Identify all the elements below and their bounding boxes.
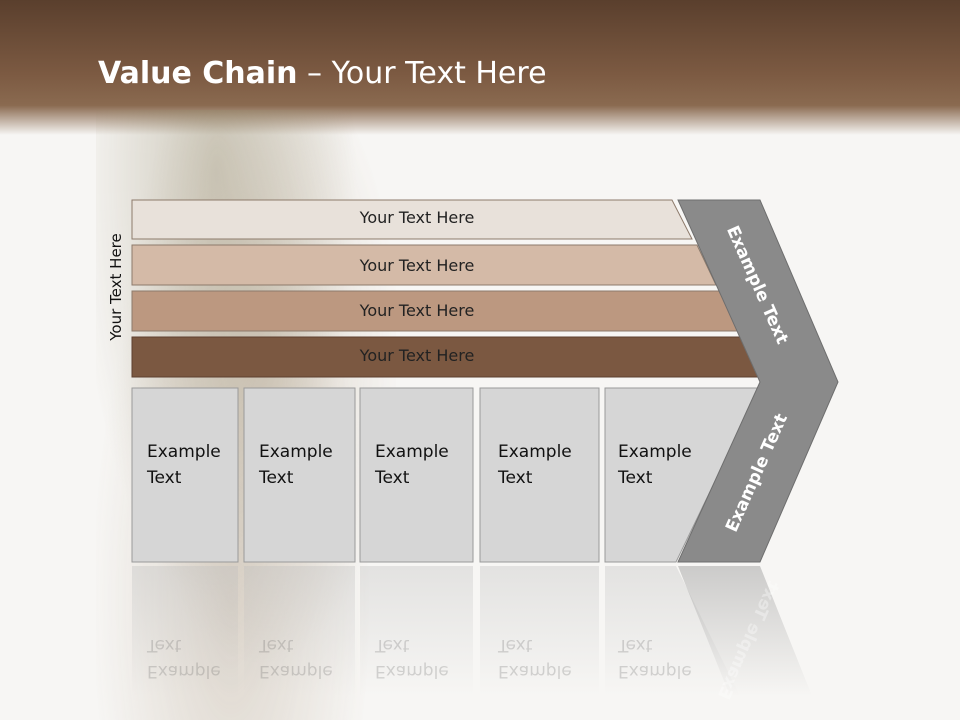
chevron-reflection [678, 566, 812, 696]
title-rest: – Your Text Here [297, 56, 547, 91]
box-5-reflection [605, 566, 740, 696]
header-band [0, 0, 960, 135]
box-1 [131, 387, 239, 563]
bar-1 [131, 199, 693, 240]
box-3 [359, 387, 474, 563]
box-4 [479, 387, 600, 563]
box-2-reflection [244, 566, 355, 696]
box-2 [243, 387, 356, 563]
chevron-arrow [677, 199, 839, 563]
box-1-reflection [132, 566, 238, 696]
box-4-reflection [480, 566, 599, 696]
bar-1-label: Your Text Here [359, 208, 475, 227]
title-bold: Value Chain [98, 56, 298, 91]
box-3-reflection [360, 566, 473, 696]
bar-4-label: Your Text Here [359, 346, 475, 365]
bar-3-label: Your Text Here [359, 301, 475, 320]
vertical-axis-label: Your Text Here [107, 233, 125, 341]
box-5 [604, 387, 761, 563]
bar-2-label: Your Text Here [359, 256, 475, 275]
slide-title: Value Chain – Your Text Here [98, 56, 547, 91]
